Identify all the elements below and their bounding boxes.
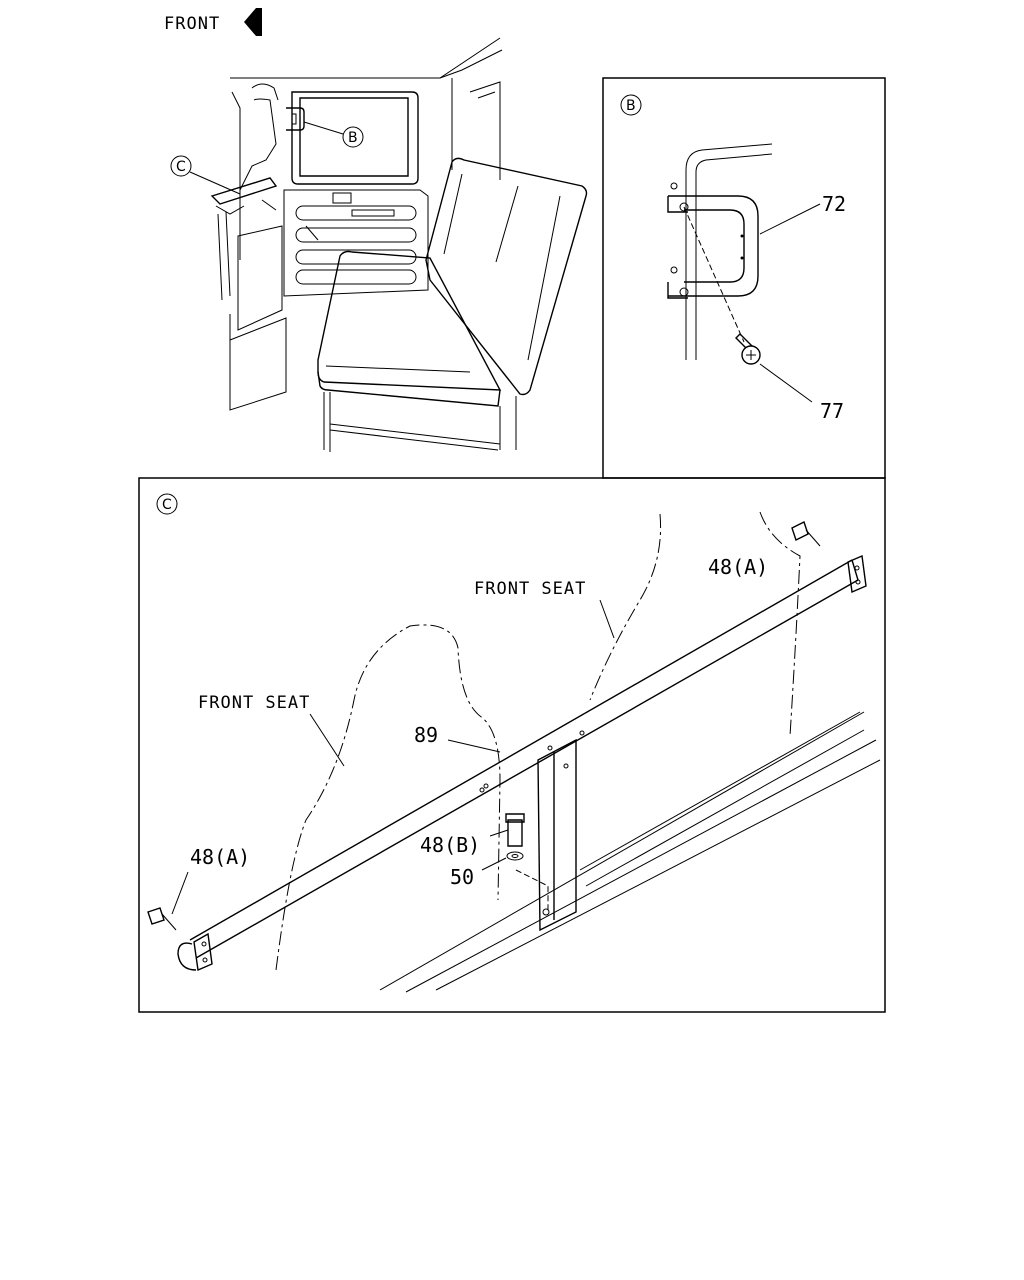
detail-b-marker-circle (620, 94, 642, 116)
detail-c-marker-circle (156, 493, 178, 515)
detail-c-panel: C (138, 477, 886, 1013)
overview-drawing: B C (170, 37, 588, 452)
part-48a-left-label: 48(A) (190, 845, 250, 869)
part-50-label: 50 (450, 865, 474, 889)
callout-b-letter: B (348, 130, 358, 146)
front-indicator: FRONT (164, 8, 262, 36)
part-48a-right-label: 48(A) (708, 555, 768, 579)
part-48b-label: 48(B) (420, 833, 480, 857)
part-72-label: 72 (822, 192, 846, 216)
callout-c-circle (170, 155, 192, 177)
part-89-label: 89 (414, 723, 438, 747)
detail-c-marker: C (162, 497, 172, 513)
part-77-label: 77 (820, 399, 844, 423)
front-label: FRONT (164, 14, 220, 34)
front-arrow-icon (244, 8, 262, 36)
front-seat-label-2: FRONT SEAT (198, 693, 310, 713)
callout-b-circle (342, 126, 364, 148)
detail-c-frame (138, 477, 886, 1013)
detail-b-panel: B 72 77 (602, 77, 886, 479)
callout-c-letter: C (176, 159, 186, 175)
detail-b-marker: B (626, 98, 636, 114)
front-seat-label-1: FRONT SEAT (474, 579, 586, 599)
